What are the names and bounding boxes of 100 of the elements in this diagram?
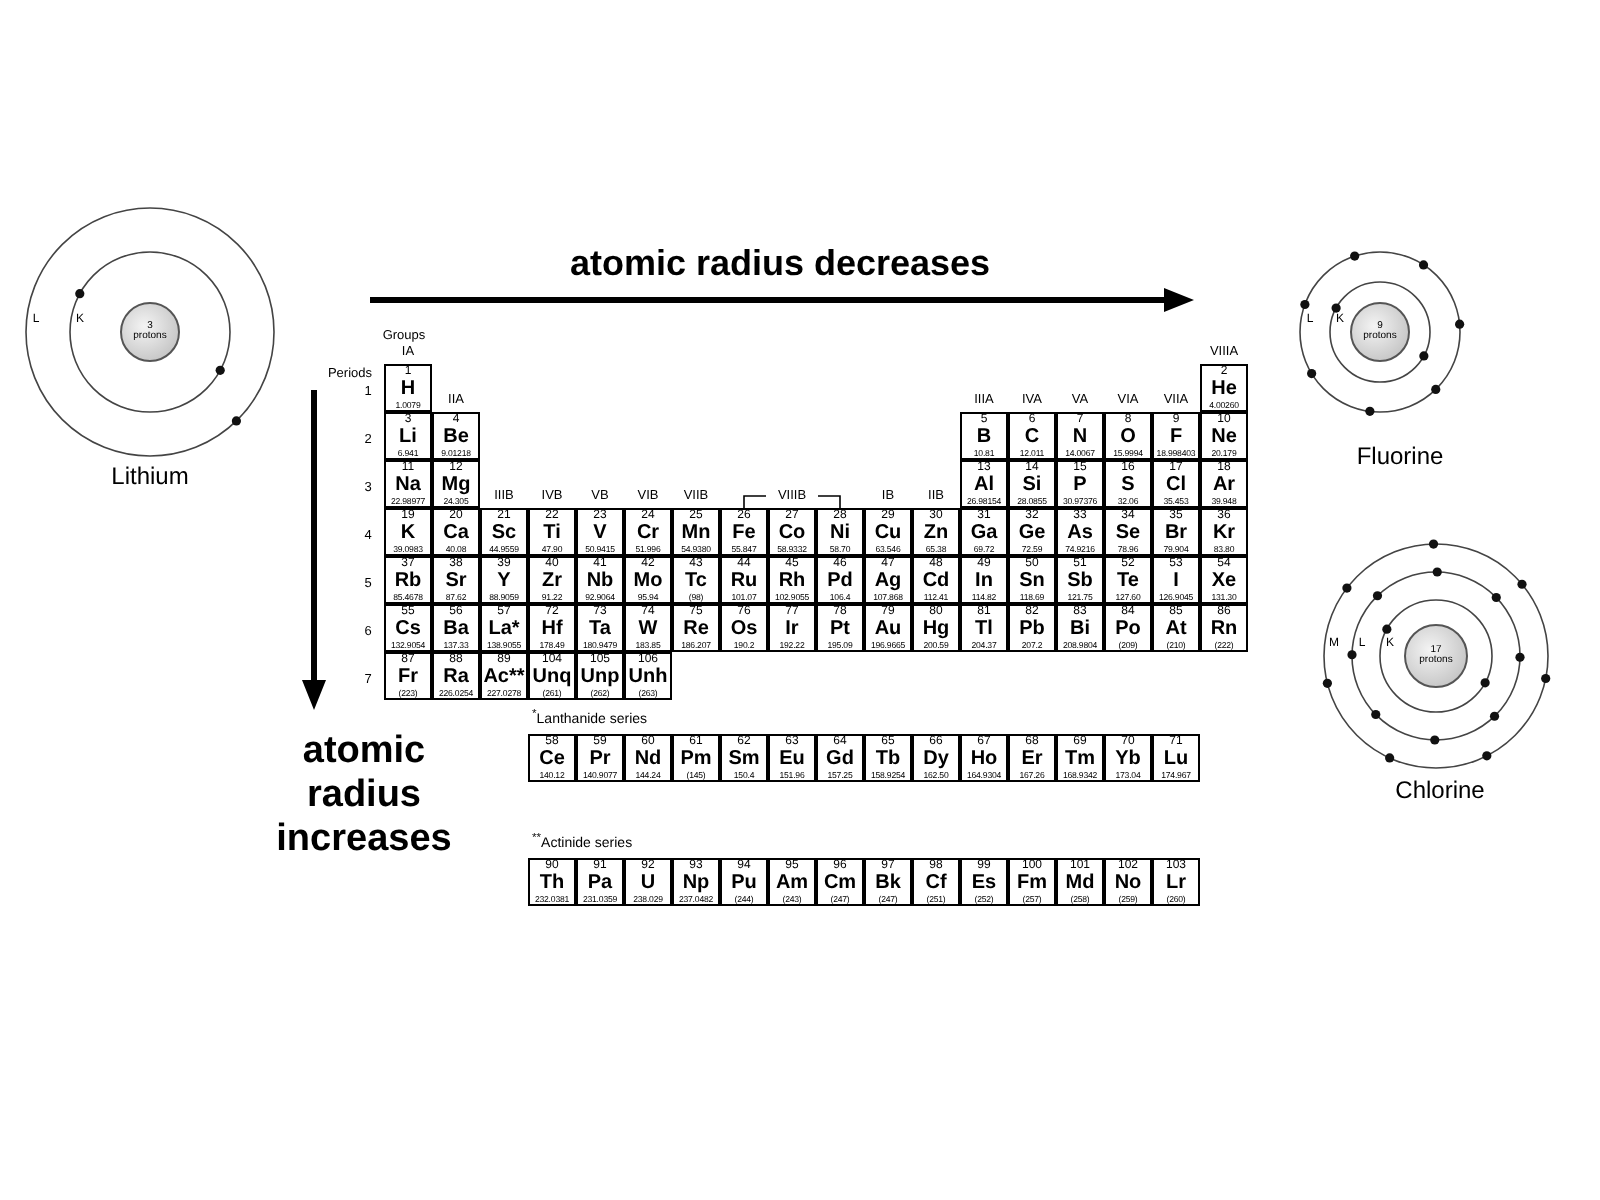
element-cell <box>864 858 912 906</box>
nucleus-circle <box>120 302 180 362</box>
element-symbol: Fm <box>1017 874 1047 894</box>
element-symbol: Unp <box>580 668 620 688</box>
element-cell <box>1200 412 1248 460</box>
element-cell <box>912 734 960 782</box>
element-cell <box>528 858 576 906</box>
element-cell <box>576 508 624 556</box>
element-cell <box>576 734 624 782</box>
element-cell <box>576 858 624 906</box>
element-symbol: Ir <box>785 620 799 640</box>
element-cell <box>816 604 864 652</box>
element-symbol: Ti <box>543 524 561 544</box>
element-symbol: Al <box>974 476 994 496</box>
element-cell <box>432 412 480 460</box>
element-cell <box>1056 412 1104 460</box>
element-cell <box>384 460 432 508</box>
element-cell <box>576 604 624 652</box>
element-symbol: Os <box>730 620 758 640</box>
element-symbol: La* <box>488 620 520 640</box>
element-cell <box>864 604 912 652</box>
element-cell <box>1200 604 1248 652</box>
element-symbol: Nb <box>586 572 614 592</box>
element-symbol: Sr <box>445 572 467 592</box>
element-cell <box>384 652 432 700</box>
element-cell <box>672 858 720 906</box>
element-cell <box>384 604 432 652</box>
element-cell <box>720 604 768 652</box>
element-cell <box>864 556 912 604</box>
element-cell <box>624 508 672 556</box>
element-cell <box>912 556 960 604</box>
element-cell <box>720 858 768 906</box>
element-cell <box>672 604 720 652</box>
element-symbol: Te <box>1117 572 1139 592</box>
element-cell <box>1056 604 1104 652</box>
element-cell <box>672 556 720 604</box>
element-symbol: Cd <box>922 572 950 592</box>
element-symbol: O <box>1120 428 1136 448</box>
element-cell <box>864 508 912 556</box>
element-symbol: B <box>976 428 992 448</box>
element-symbol: Mn <box>681 524 711 544</box>
element-cell <box>624 652 672 700</box>
element-symbol: Sn <box>1019 572 1045 592</box>
element-symbol: Pd <box>827 572 853 592</box>
element-symbol: Pt <box>830 620 850 640</box>
element-symbol: Ca <box>443 524 469 544</box>
element-symbol: Eu <box>779 750 805 770</box>
element-symbol: Re <box>683 620 709 640</box>
element-symbol: Unh <box>628 668 668 688</box>
element-symbol: Co <box>778 524 806 544</box>
element-symbol: Ac** <box>483 668 525 688</box>
element-symbol: Po <box>1115 620 1141 640</box>
element-symbol: Be <box>443 428 469 448</box>
element-cell <box>1152 604 1200 652</box>
element-cell <box>1056 556 1104 604</box>
element-symbol: Ru <box>730 572 758 592</box>
element-symbol: Ba <box>443 620 469 640</box>
element-cell <box>960 460 1008 508</box>
element-symbol: Tb <box>875 750 901 770</box>
element-symbol: Np <box>682 874 710 894</box>
element-cell <box>624 858 672 906</box>
element-cell <box>672 734 720 782</box>
element-cell <box>768 604 816 652</box>
element-cell <box>912 604 960 652</box>
element-symbol: Fe <box>732 524 756 544</box>
element-symbol: Tc <box>685 572 707 592</box>
element-symbol: Pu <box>731 874 757 894</box>
element-cell <box>576 556 624 604</box>
element-symbol: Ra <box>443 668 469 688</box>
element-cell <box>432 604 480 652</box>
element-cell <box>1008 460 1056 508</box>
element-symbol: I <box>1173 572 1179 592</box>
element-cell <box>1104 412 1152 460</box>
element-cell <box>384 508 432 556</box>
element-symbol: Ta <box>589 620 611 640</box>
element-cell <box>960 508 1008 556</box>
element-symbol: Tl <box>975 620 993 640</box>
element-cell <box>960 858 1008 906</box>
element-symbol: K <box>400 524 416 544</box>
element-symbol: Cr <box>636 524 660 544</box>
element-cell <box>1104 556 1152 604</box>
element-cell <box>480 508 528 556</box>
element-symbol: S <box>1121 476 1135 496</box>
element-symbol: Xe <box>1211 572 1237 592</box>
element-symbol: Sb <box>1067 572 1093 592</box>
element-symbol: Ni <box>830 524 850 544</box>
element-symbol: Cm <box>823 874 857 894</box>
element-cell <box>384 412 432 460</box>
element-cell <box>1008 556 1056 604</box>
element-cell <box>576 652 624 700</box>
element-symbol: Au <box>874 620 902 640</box>
element-cell <box>384 364 432 412</box>
element-cell <box>1200 460 1248 508</box>
element-cell <box>960 734 1008 782</box>
element-cell <box>1056 858 1104 906</box>
element-cell <box>1152 858 1200 906</box>
element-cell <box>1152 412 1200 460</box>
element-symbol: Lr <box>1166 874 1186 894</box>
element-cell <box>528 604 576 652</box>
element-cell <box>1008 412 1056 460</box>
